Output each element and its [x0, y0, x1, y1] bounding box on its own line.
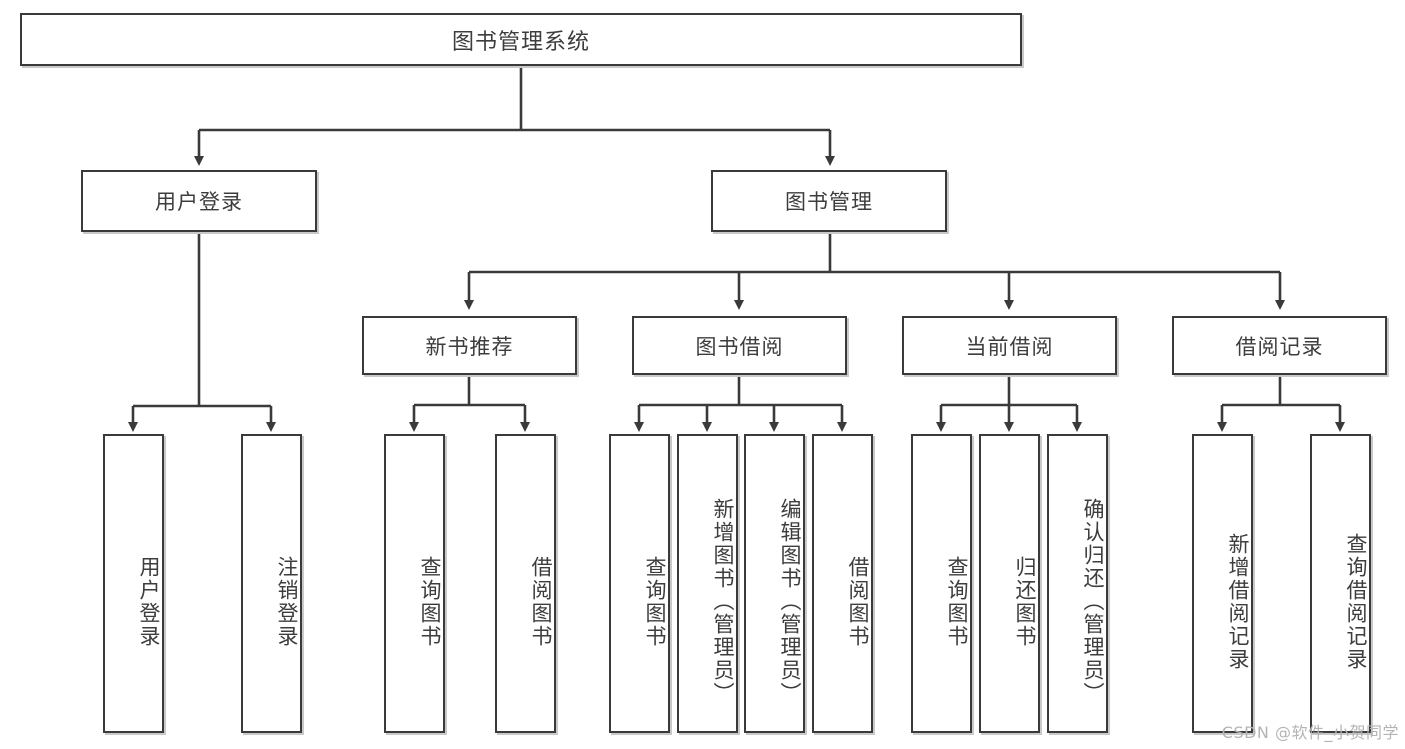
- node-label: 查询借阅记录: [1344, 532, 1368, 671]
- leaf-borrow-record-add-record[interactable]: 新增借阅记录: [1192, 434, 1253, 733]
- leaf-book-borrow-borrow-book[interactable]: 借阅图书: [812, 434, 873, 733]
- node-label: 归还图书: [1013, 555, 1037, 648]
- node-label: 新增图书（管理员）: [711, 498, 735, 705]
- node-label: 图书管理系统: [451, 29, 590, 55]
- node-label: 编辑图书（管理员）: [778, 498, 802, 705]
- node-label: 查询图书: [643, 555, 667, 648]
- node-label: 用户登录: [137, 555, 161, 648]
- node-label: 当前借阅: [965, 334, 1054, 359]
- node-book-management[interactable]: 图书管理: [711, 170, 947, 232]
- node-label: 图书管理: [785, 190, 873, 214]
- leaf-current-borrow-confirm-return-admin[interactable]: 确认归还（管理员）: [1047, 434, 1108, 733]
- leaf-new-book-borrow-book[interactable]: 借阅图书: [495, 434, 556, 733]
- node-label: 用户登录: [155, 190, 243, 214]
- node-label: 查询图书: [418, 555, 442, 648]
- leaf-book-borrow-query-book[interactable]: 查询图书: [609, 434, 670, 733]
- node-label: 新增借阅记录: [1226, 532, 1250, 671]
- node-label: 借阅记录: [1235, 334, 1324, 359]
- node-book-borrow[interactable]: 图书借阅: [632, 316, 847, 375]
- node-root-book-management-system[interactable]: 图书管理系统: [20, 13, 1022, 66]
- node-label: 确认归还（管理员）: [1081, 498, 1105, 705]
- node-label: 借阅图书: [529, 555, 553, 648]
- node-current-borrow[interactable]: 当前借阅: [902, 316, 1117, 375]
- node-label: 查询图书: [945, 555, 969, 648]
- leaf-user-login-login[interactable]: 用户登录: [103, 434, 164, 733]
- watermark-text: CSDN @软件_小贺同学: [1221, 723, 1399, 742]
- node-borrow-record[interactable]: 借阅记录: [1172, 316, 1387, 375]
- node-label: 新书推荐: [425, 334, 514, 359]
- node-new-book-recommend[interactable]: 新书推荐: [362, 316, 577, 375]
- leaf-borrow-record-query-record[interactable]: 查询借阅记录: [1310, 434, 1371, 733]
- leaf-book-borrow-add-book-admin[interactable]: 新增图书（管理员）: [677, 434, 738, 733]
- leaf-current-borrow-return-book[interactable]: 归还图书: [979, 434, 1040, 733]
- node-label: 借阅图书: [846, 555, 870, 648]
- node-label: 注销登录: [275, 555, 299, 648]
- leaf-user-login-logout[interactable]: 注销登录: [241, 434, 302, 733]
- leaf-current-borrow-query-book[interactable]: 查询图书: [911, 434, 972, 733]
- node-label: 图书借阅: [695, 334, 784, 359]
- leaf-book-borrow-edit-book-admin[interactable]: 编辑图书（管理员）: [744, 434, 805, 733]
- leaf-new-book-query-book[interactable]: 查询图书: [384, 434, 445, 733]
- node-user-login[interactable]: 用户登录: [81, 170, 317, 232]
